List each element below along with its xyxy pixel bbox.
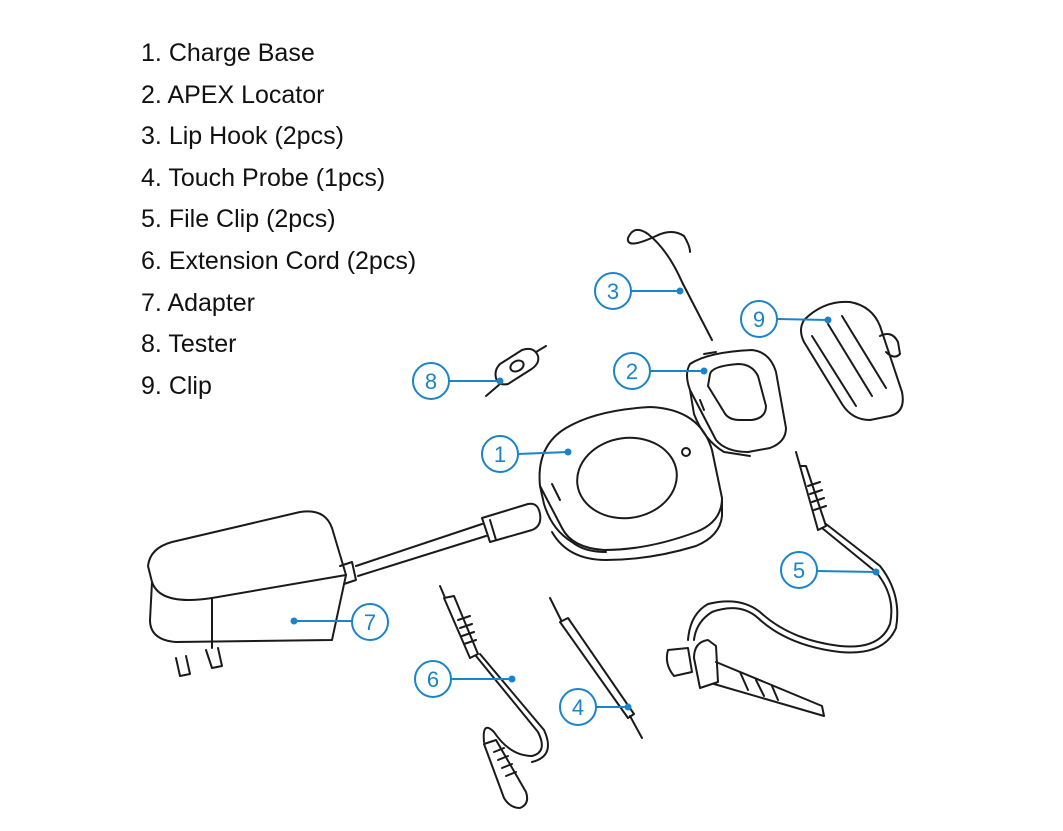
svg-text:7: 7 <box>364 610 376 635</box>
legend-item-tester: 8. Tester <box>141 330 237 359</box>
apex-locator-illustration <box>686 349 787 457</box>
svg-text:1: 1 <box>494 442 506 467</box>
file-clip-illustration <box>665 451 899 717</box>
legend-item-clip: 9. Clip <box>141 371 212 400</box>
svg-text:3: 3 <box>607 279 619 304</box>
callout-5: 5 <box>780 551 818 589</box>
clip-illustration <box>800 300 904 421</box>
callout-8: 8 <box>412 362 450 400</box>
callout-9: 9 <box>740 300 778 338</box>
legend-item-file-clip: 5. File Clip (2pcs) <box>141 205 336 234</box>
extension-cord-illustration <box>439 585 549 809</box>
legend-item-lip-hook: 3. Lip Hook (2pcs) <box>141 122 344 151</box>
callout-1: 1 <box>481 435 519 473</box>
svg-text:9: 9 <box>753 307 765 332</box>
callout-7: 7 <box>351 603 389 641</box>
svg-text:2: 2 <box>626 359 638 384</box>
legend-item-charge-base: 1. Charge Base <box>141 39 315 67</box>
adapter-illustration <box>147 502 542 677</box>
legend-item-apex-locator: 2. APEX Locator <box>141 80 325 109</box>
callout-leaders <box>290 287 880 711</box>
callout-4: 4 <box>559 688 597 726</box>
legend-item-touch-probe: 4. Touch Probe (1pcs) <box>141 163 386 192</box>
svg-text:6: 6 <box>427 667 439 692</box>
tester-illustration <box>485 345 547 397</box>
touch-probe-illustration <box>549 597 643 739</box>
parts-legend: 1. Charge Base 2. APEX Locator 3. Lip Ho… <box>141 36 416 410</box>
svg-text:8: 8 <box>425 369 437 394</box>
callout-3: 3 <box>594 272 632 310</box>
charge-base-illustration <box>538 406 723 561</box>
lip-hook-illustration <box>626 228 713 341</box>
callout-6: 6 <box>414 660 452 698</box>
legend-item-extension-cord: 6. Extension Cord (2pcs) <box>141 246 417 275</box>
legend-item-adapter: 7. Adapter <box>141 288 255 317</box>
callout-2: 2 <box>613 352 651 390</box>
svg-text:5: 5 <box>793 558 805 583</box>
svg-text:4: 4 <box>572 695 584 720</box>
